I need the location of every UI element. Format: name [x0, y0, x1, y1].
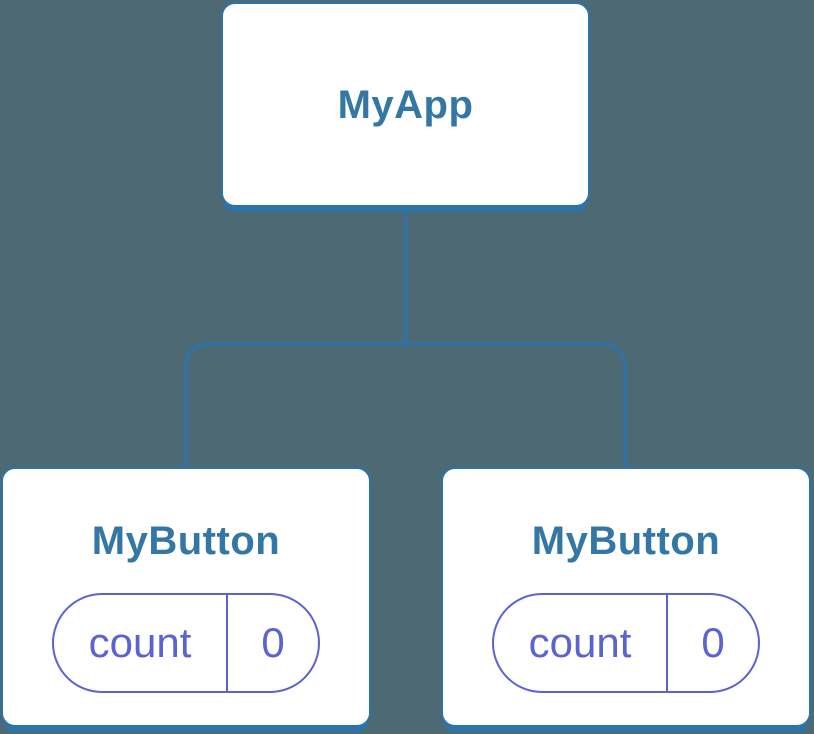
state-value-cell: 0 [668, 595, 758, 691]
state-pill: count 0 [492, 593, 760, 693]
root-component-label: MyApp [337, 82, 474, 127]
state-pill: count 0 [52, 593, 320, 693]
state-key-label: count [88, 619, 192, 666]
child-component-label: MyButton [531, 519, 721, 563]
child-component-label: MyButton [91, 519, 281, 563]
state-key-cell: count [54, 595, 228, 691]
state-value-cell: 0 [228, 595, 318, 691]
state-value-label: 0 [261, 619, 285, 666]
child-component-node-left: MyButton count 0 [1, 467, 371, 727]
state-key-label: count [528, 619, 632, 666]
child-component-node-right: MyButton count 0 [441, 467, 811, 727]
state-value-label: 0 [701, 619, 725, 666]
state-key-cell: count [494, 595, 668, 691]
children-bracket-line [184, 341, 627, 470]
root-component-node: MyApp [221, 2, 590, 207]
